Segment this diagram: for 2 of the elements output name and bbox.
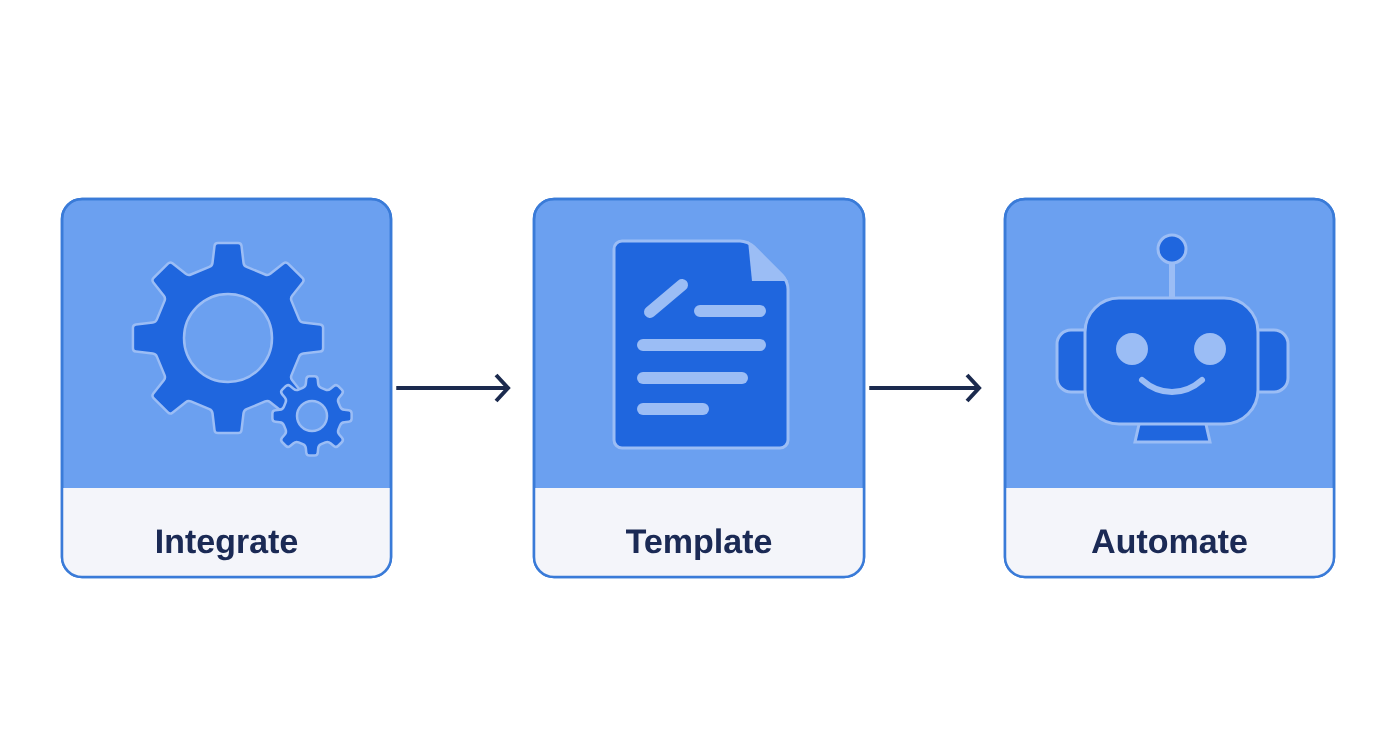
arrow — [396, 373, 511, 403]
arrow — [869, 373, 982, 403]
